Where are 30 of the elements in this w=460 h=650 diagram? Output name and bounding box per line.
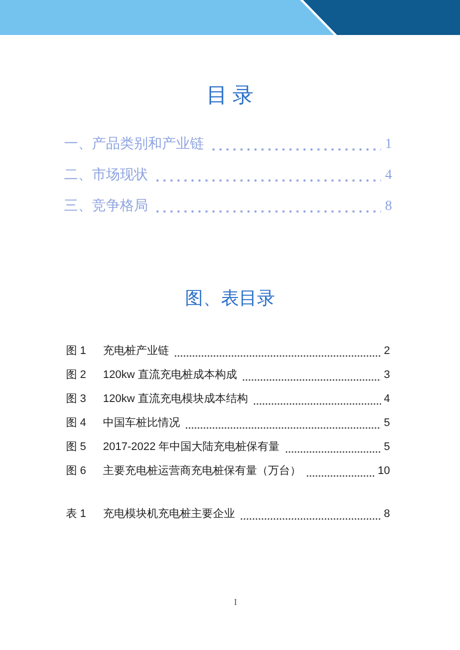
page-number: 2 [384,344,390,359]
page-title: 目 录 [206,82,254,109]
figure-title: 2017-2022 年中国大陆充电桩保有量 [103,440,280,455]
figure-title: 120kw 直流充电模块成本结构 [103,392,248,407]
figure-title: 充电桩产业链 [103,344,169,359]
section-heading: 图、表目录 [185,287,275,310]
figure-title: 主要充电桩运营商充电桩保有量（万台） [103,464,301,479]
page-number: I [234,596,237,609]
toc-entry: 三、竞争格局 [64,197,148,216]
figure-number: 表 1 [66,507,88,522]
page-number: 8 [384,507,390,522]
page-number: 10 [378,464,390,479]
page-number: 8 [385,198,392,216]
figure-number: 图 3 [66,392,88,407]
figure-number: 图 6 [66,464,88,479]
figure-number: 图 2 [66,368,88,383]
figure-title: 中国车桩比情况 [103,416,180,431]
page-number: 5 [384,440,390,455]
page-number: 5 [384,416,390,431]
page-number: 3 [384,368,390,383]
toc-entry: 二、市场现状 [64,166,148,185]
page-number: 1 [385,136,392,154]
figure-title: 充电模块机充电桩主要企业 [103,506,235,522]
figure-number: 图 5 [66,440,88,455]
figure-number: 图 4 [66,416,88,431]
figure-title: 120kw 直流充电桩成本构成 [103,368,237,383]
page-number: 4 [385,167,392,185]
toc-entry: 一、产品类别和产业链 [64,135,204,154]
figure-number: 图 1 [66,344,88,359]
page-number: 4 [384,392,390,407]
